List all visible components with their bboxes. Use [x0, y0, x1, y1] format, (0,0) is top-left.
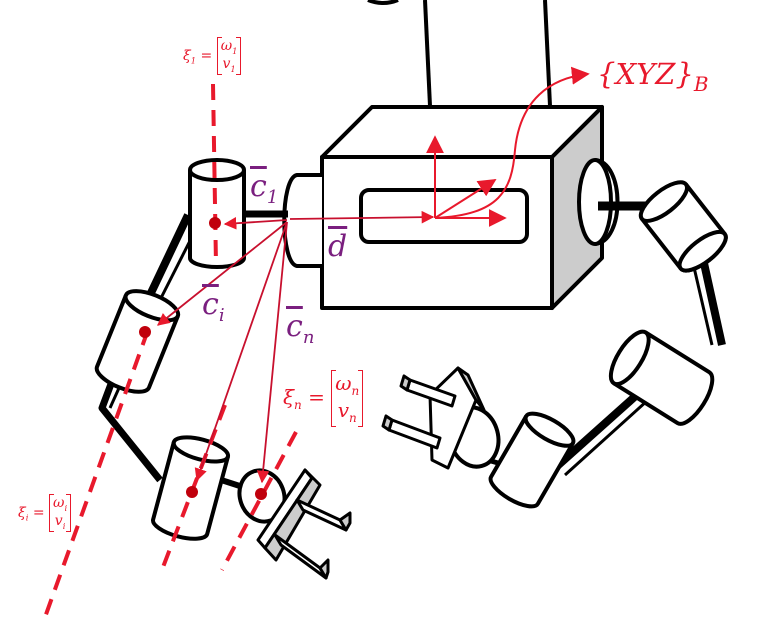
- right-wrist-joint: [577, 158, 620, 246]
- xi-i-top: ωi: [53, 495, 67, 513]
- xi-i-bot-sub: i: [62, 520, 66, 531]
- xi-1-lhs: ξ: [183, 47, 191, 64]
- xi-i-top-sym: ω: [53, 495, 65, 511]
- xi-1-top: ω1: [221, 38, 238, 56]
- xi-1-sub: 1: [190, 55, 197, 66]
- xi-i-bot: vi: [53, 513, 67, 531]
- xi-i-eq: =: [32, 504, 45, 521]
- xi-1-top-sub: 1: [232, 45, 238, 56]
- xi-n-top-sym: ω: [335, 371, 352, 395]
- arm-link: [367, 0, 552, 107]
- xi-i-top-sub: i: [64, 502, 68, 513]
- xi-i-matrix: ωi vi: [49, 494, 72, 532]
- body-frame-axes: [426, 66, 590, 227]
- xi-n-top: ωn: [335, 371, 359, 398]
- joint-centers: [139, 217, 267, 500]
- c1-base: c: [250, 169, 267, 204]
- xi-i-label: ξi = ωi vi: [18, 494, 72, 532]
- xi-n-bot: vn: [335, 398, 359, 425]
- xi-n-bot-sym: v: [337, 398, 350, 423]
- frame-label-subscript: B: [693, 71, 709, 96]
- cn-vector-label: cn: [286, 312, 314, 347]
- xi-n-lhs: ξ: [283, 384, 295, 409]
- xi-1-bot-sym: v: [222, 55, 231, 72]
- palm-box: [320, 105, 604, 310]
- xi-i-lhs: ξ: [18, 504, 26, 521]
- xi-n-label: ξn = ωn vn: [283, 370, 364, 427]
- xi-1-bot-sub: 1: [230, 63, 236, 74]
- c1-sub: 1: [266, 187, 279, 208]
- ci-sub: i: [218, 305, 225, 326]
- left-wrist-joint: [282, 173, 322, 268]
- fingertip-pad-right: [381, 366, 486, 470]
- xi-n-sub: n: [294, 397, 302, 412]
- cn-sub: n: [302, 327, 315, 348]
- xi-1-bot: v1: [221, 56, 238, 74]
- xi-1-top-sym: ω: [220, 38, 233, 54]
- xi-1-eq: =: [200, 47, 213, 64]
- xi-n-matrix: ωn vn: [331, 370, 364, 427]
- xi-1-label: ξ1 = ω1 v1: [183, 37, 242, 75]
- finger-n: [447, 180, 728, 509]
- xi-1-matrix: ω1 v1: [216, 37, 242, 75]
- xi-n-eq: =: [308, 384, 325, 409]
- xi-n-top-sub: n: [351, 384, 360, 398]
- ci-vector-label: ci: [202, 290, 225, 325]
- fingertip-pad-left: [256, 468, 352, 580]
- xi-i-sub: i: [25, 512, 29, 523]
- c1-vector-label: c1: [250, 172, 278, 207]
- xi-n-bot-sub: n: [349, 411, 357, 426]
- position-vectors: [157, 210, 435, 484]
- cn-base: c: [286, 309, 303, 344]
- frame-label-text: {XYZ}: [597, 57, 694, 91]
- frame-label: {XYZ}B: [597, 60, 709, 94]
- ci-base: c: [202, 287, 219, 322]
- d-vector-label: d: [328, 229, 348, 264]
- xi-i-bot-sym: v: [54, 512, 63, 529]
